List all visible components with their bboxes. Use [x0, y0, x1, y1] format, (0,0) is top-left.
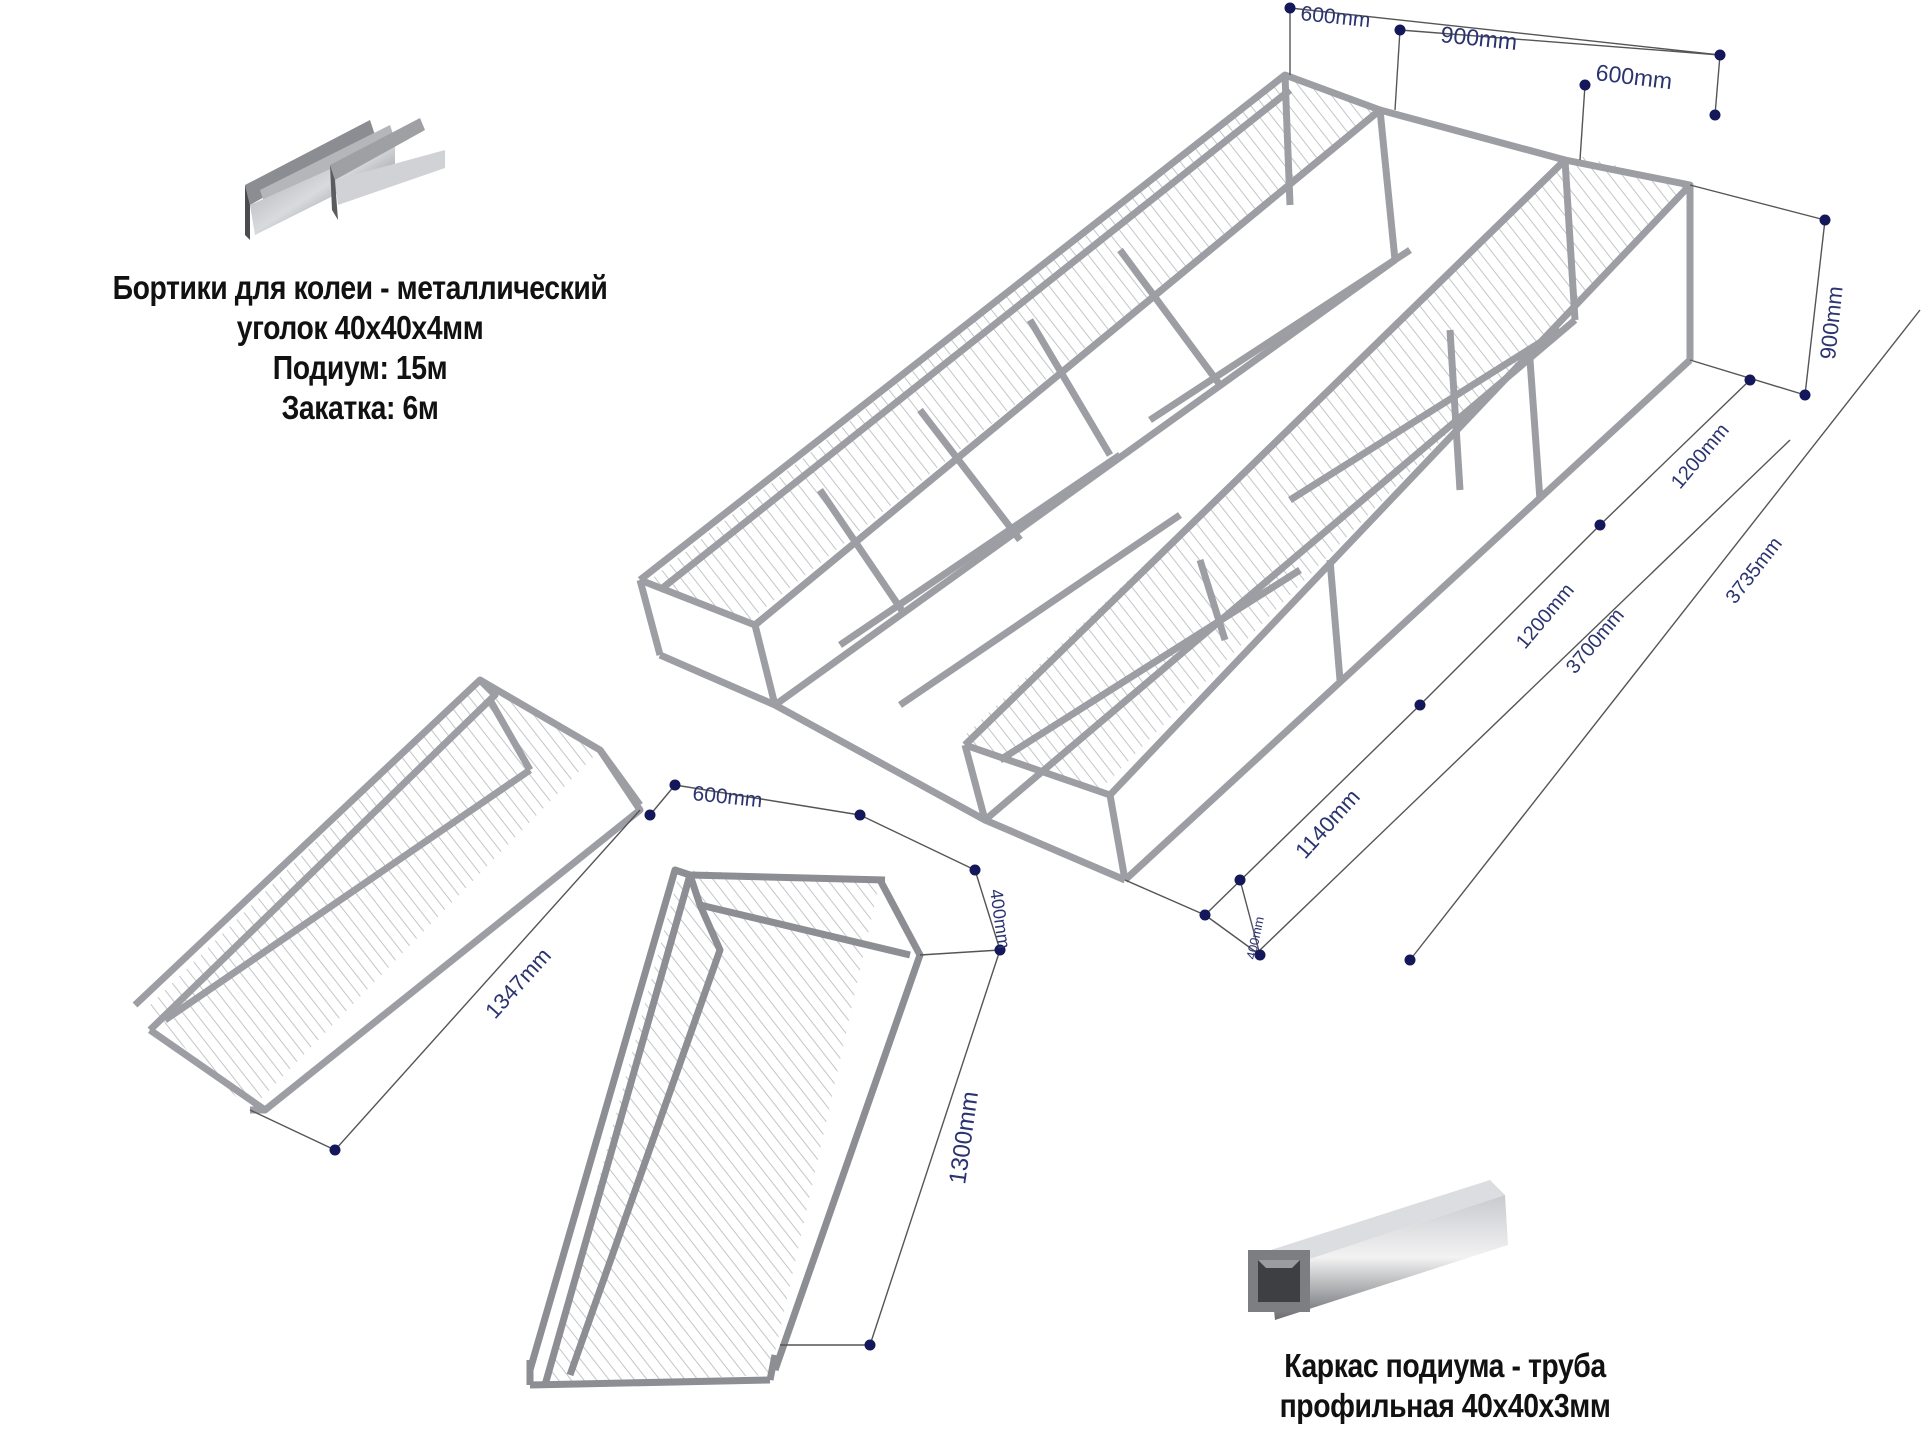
dim-section-b: 1200mm [1512, 579, 1579, 653]
dim-ramp-b-width: 600mm [691, 782, 763, 812]
dim-ramp-a-length: 1347mm [480, 943, 556, 1023]
angle-profile-image [245, 118, 445, 240]
podium-frame [636, 71, 1694, 884]
angle-caption-line1: Бортики для колеи - металлический [112, 269, 608, 306]
dim-ramp-b-length: 1300mm [944, 1090, 984, 1186]
dim-section-a: 1200mm [1667, 419, 1734, 493]
pipe-caption: Каркас подиума - труба профильная 40х40х… [1221, 1346, 1668, 1426]
angle-profile-caption: Бортики для колеи - металлический уголок… [102, 268, 618, 428]
angle-caption-line4: Закатка: 6м [281, 389, 439, 426]
pipe-caption-line2: профильная 40х40х3мм [1279, 1387, 1611, 1424]
angle-caption-line2: уголок 40х40х4мм [236, 309, 484, 346]
dim-ramp-b-height: 400mm [986, 888, 1014, 950]
dim-height: 900mm [1815, 285, 1848, 361]
pipe-caption-line1: Каркас подиума - труба [1284, 1347, 1606, 1384]
dim-inner-length: 3700mm [1562, 604, 1629, 678]
dim-top-right: 600mm [1594, 59, 1673, 94]
dim-outer-length: 3735mm [1722, 533, 1787, 608]
dimension-markers [329, 2, 1831, 1351]
ramp-b [526, 866, 924, 1389]
square-pipe-image [1248, 1180, 1508, 1320]
dimension-lines [249, 7, 1921, 1346]
dim-top-left: 600mm [1299, 2, 1371, 32]
dim-top-middle: 900mm [1439, 21, 1518, 55]
angle-caption-line3: Подиум: 15м [272, 349, 448, 386]
